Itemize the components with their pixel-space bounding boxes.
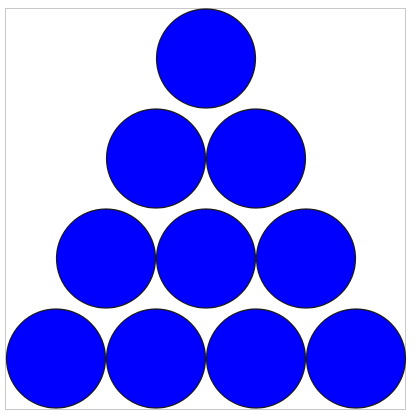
circle-group	[5, 8, 407, 409]
circle-row3-1	[55, 208, 157, 309]
circle-row3-2	[155, 208, 257, 309]
circle-row4-2	[105, 308, 207, 409]
circle-row2-1	[105, 108, 207, 209]
circle-row4-4	[305, 308, 407, 409]
circle-row4-3	[205, 308, 307, 409]
circle-row4-1	[5, 308, 107, 409]
circle-row3-3	[255, 208, 357, 309]
circle-row1-1	[155, 8, 257, 109]
circle-row2-2	[205, 108, 307, 209]
